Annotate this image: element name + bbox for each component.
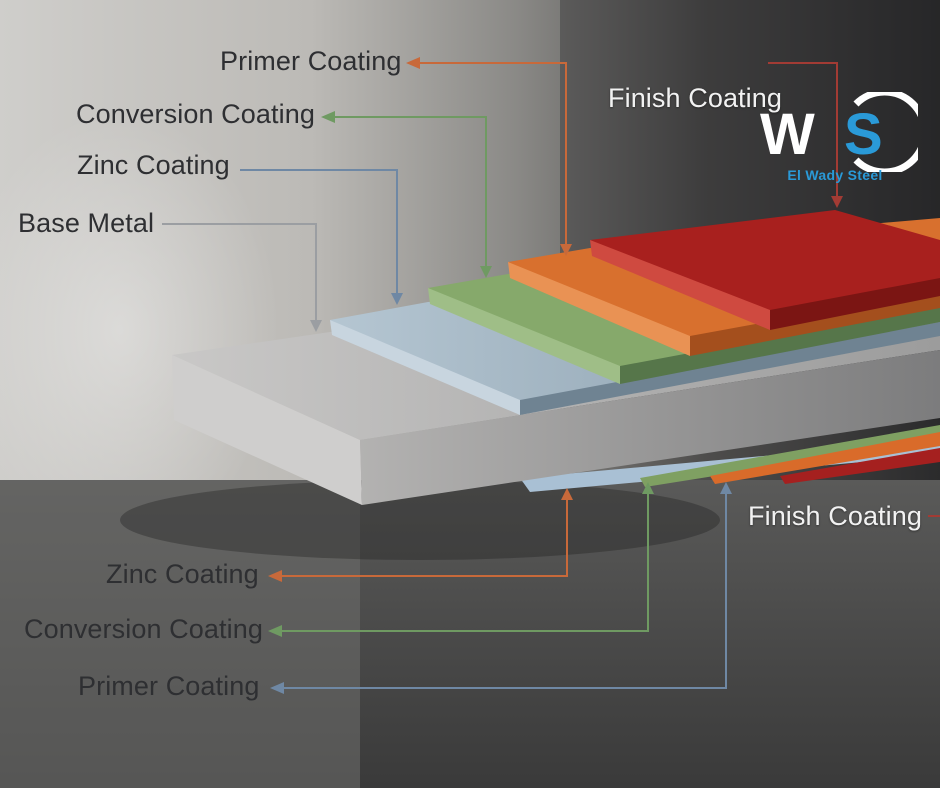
label-base-metal: Base Metal bbox=[18, 208, 155, 238]
logo-tagline: El Wady Steel bbox=[787, 167, 883, 183]
label-primer-coating-top: Primer Coating bbox=[220, 46, 402, 76]
svg-text:W: W bbox=[760, 102, 815, 167]
label-finish-coating-top: Finish Coating bbox=[608, 83, 782, 113]
label-primer-coating-bottom: Primer Coating bbox=[78, 671, 260, 701]
label-conversion-coating-bottom: Conversion Coating bbox=[24, 614, 263, 644]
label-finish-coating-bottom: Finish Coating bbox=[748, 501, 922, 531]
label-zinc-coating-top: Zinc Coating bbox=[77, 150, 230, 180]
label-conversion-coating-top: Conversion Coating bbox=[76, 99, 315, 129]
svg-text:S: S bbox=[844, 102, 883, 167]
el-wady-steel-logo: W S El Wady Steel bbox=[752, 88, 929, 188]
label-zinc-coating-bottom: Zinc Coating bbox=[106, 559, 259, 589]
ws-logo-mark: W S bbox=[760, 88, 929, 176]
